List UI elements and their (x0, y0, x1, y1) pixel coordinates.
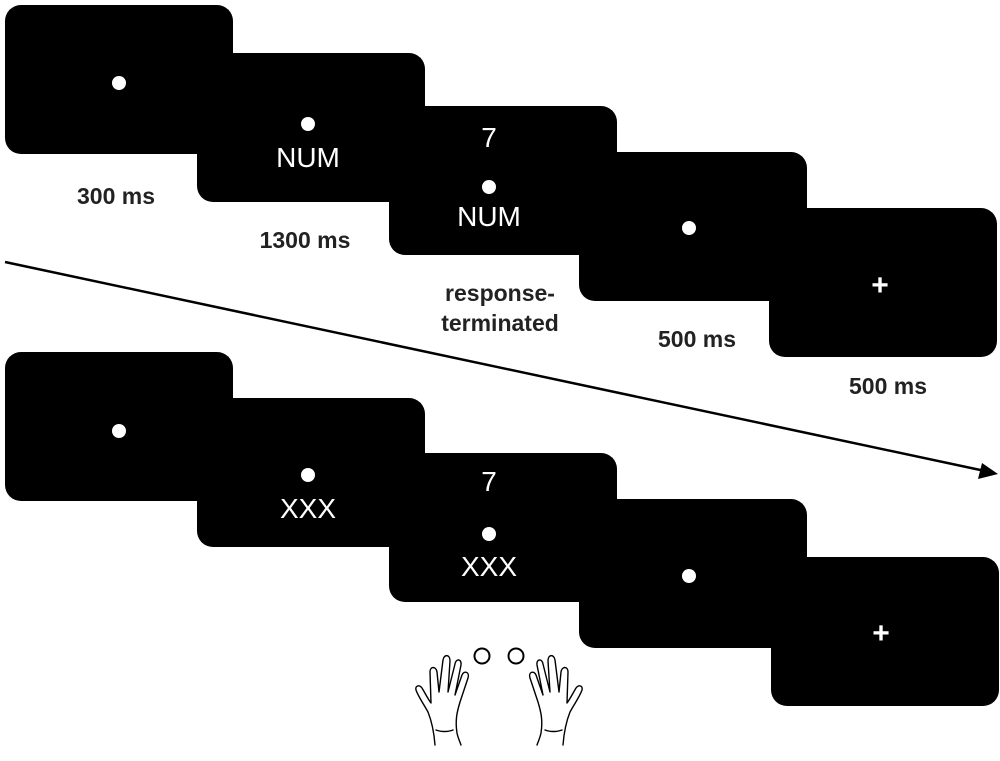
screen-fixation-bottom (5, 352, 233, 501)
cue-label: NUM (276, 142, 340, 173)
fixation-dot (301, 468, 315, 482)
screen-fixation-top (5, 5, 233, 154)
target-digit: 7 (481, 466, 497, 497)
duration-label: 500 ms (848, 373, 928, 399)
screen-plus-top: + (769, 208, 997, 357)
target-digit: 7 (481, 122, 497, 153)
cue-label: NUM (457, 201, 521, 232)
duration-label: 1300 ms (259, 227, 351, 253)
screen-cue-bottom: XXX (197, 398, 425, 547)
screen-cue-top: NUM (197, 53, 425, 202)
fixation-dot (112, 76, 126, 90)
cue-label: XXX (460, 551, 518, 582)
fixation-dot (482, 180, 496, 194)
fixation-dot (482, 527, 496, 541)
duration-label: 300 ms (76, 183, 156, 209)
duration-label: 500 ms (657, 326, 737, 352)
plus-icon: + (871, 269, 889, 302)
duration-label: response- terminated (441, 278, 559, 338)
screen-plus-bottom: + (771, 557, 999, 706)
plus-icon: + (872, 617, 890, 650)
fixation-dot (682, 221, 696, 235)
fixation-dot (112, 424, 126, 438)
duration-line-1: response- (445, 280, 555, 306)
cue-label: XXX (279, 493, 337, 524)
fixation-dot (301, 117, 315, 131)
duration-line-2: terminated (441, 310, 559, 336)
screen-blank-bottom (579, 499, 807, 648)
fixation-dot (682, 569, 696, 583)
